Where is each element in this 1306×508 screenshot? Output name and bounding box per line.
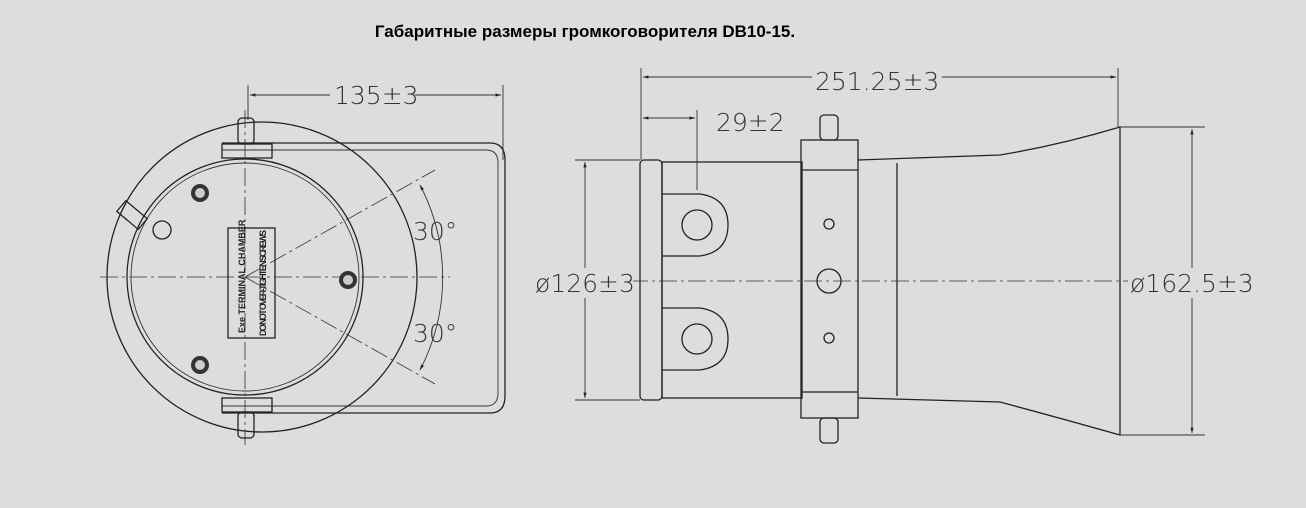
mounting-bracket xyxy=(222,142,506,414)
housing-body xyxy=(661,161,803,399)
bolt-bottom xyxy=(237,411,255,439)
horn xyxy=(857,126,1121,436)
side-view: 251.25±3 29±2 ø126±3 ø162.5±3 xyxy=(533,62,1256,444)
angle-top-label: 30° xyxy=(413,217,457,246)
bolt-top-side xyxy=(819,114,839,141)
angle-bottom-label: 30° xyxy=(413,319,457,348)
mount-lug-top xyxy=(662,193,729,257)
drawing-title: Габаритные размеры громкоговорителя DB10… xyxy=(374,22,796,41)
screw-icon xyxy=(191,184,357,374)
label-line-1: Exe TERMINAL CHAMBER xyxy=(237,219,247,333)
horn-diameter-dimension: ø162.5±3 xyxy=(1130,269,1254,298)
width-dimension: 135±3 xyxy=(334,81,419,110)
clamp-band xyxy=(800,139,859,419)
rear-cap xyxy=(639,159,663,401)
body-diameter-dimension: ø126±3 xyxy=(535,269,635,298)
cable-gland xyxy=(115,199,149,231)
label-line-2: DO NOT OVER-TIGHTEN SCREWS xyxy=(258,230,268,336)
terminal-label-plate xyxy=(227,227,276,339)
front-view: Exe TERMINAL CHAMBER DO NOT OVER-TIGHTEN… xyxy=(100,80,506,445)
mount-lug-bottom xyxy=(662,307,729,371)
clamp-nut-bottom xyxy=(221,397,273,413)
offset-dimension: 29±2 xyxy=(716,108,785,137)
length-dimension: 251.25±3 xyxy=(815,67,939,96)
bolt-bottom-side xyxy=(819,417,839,444)
earth-screw-icon xyxy=(152,220,172,240)
clamp-nut-top xyxy=(221,143,273,159)
